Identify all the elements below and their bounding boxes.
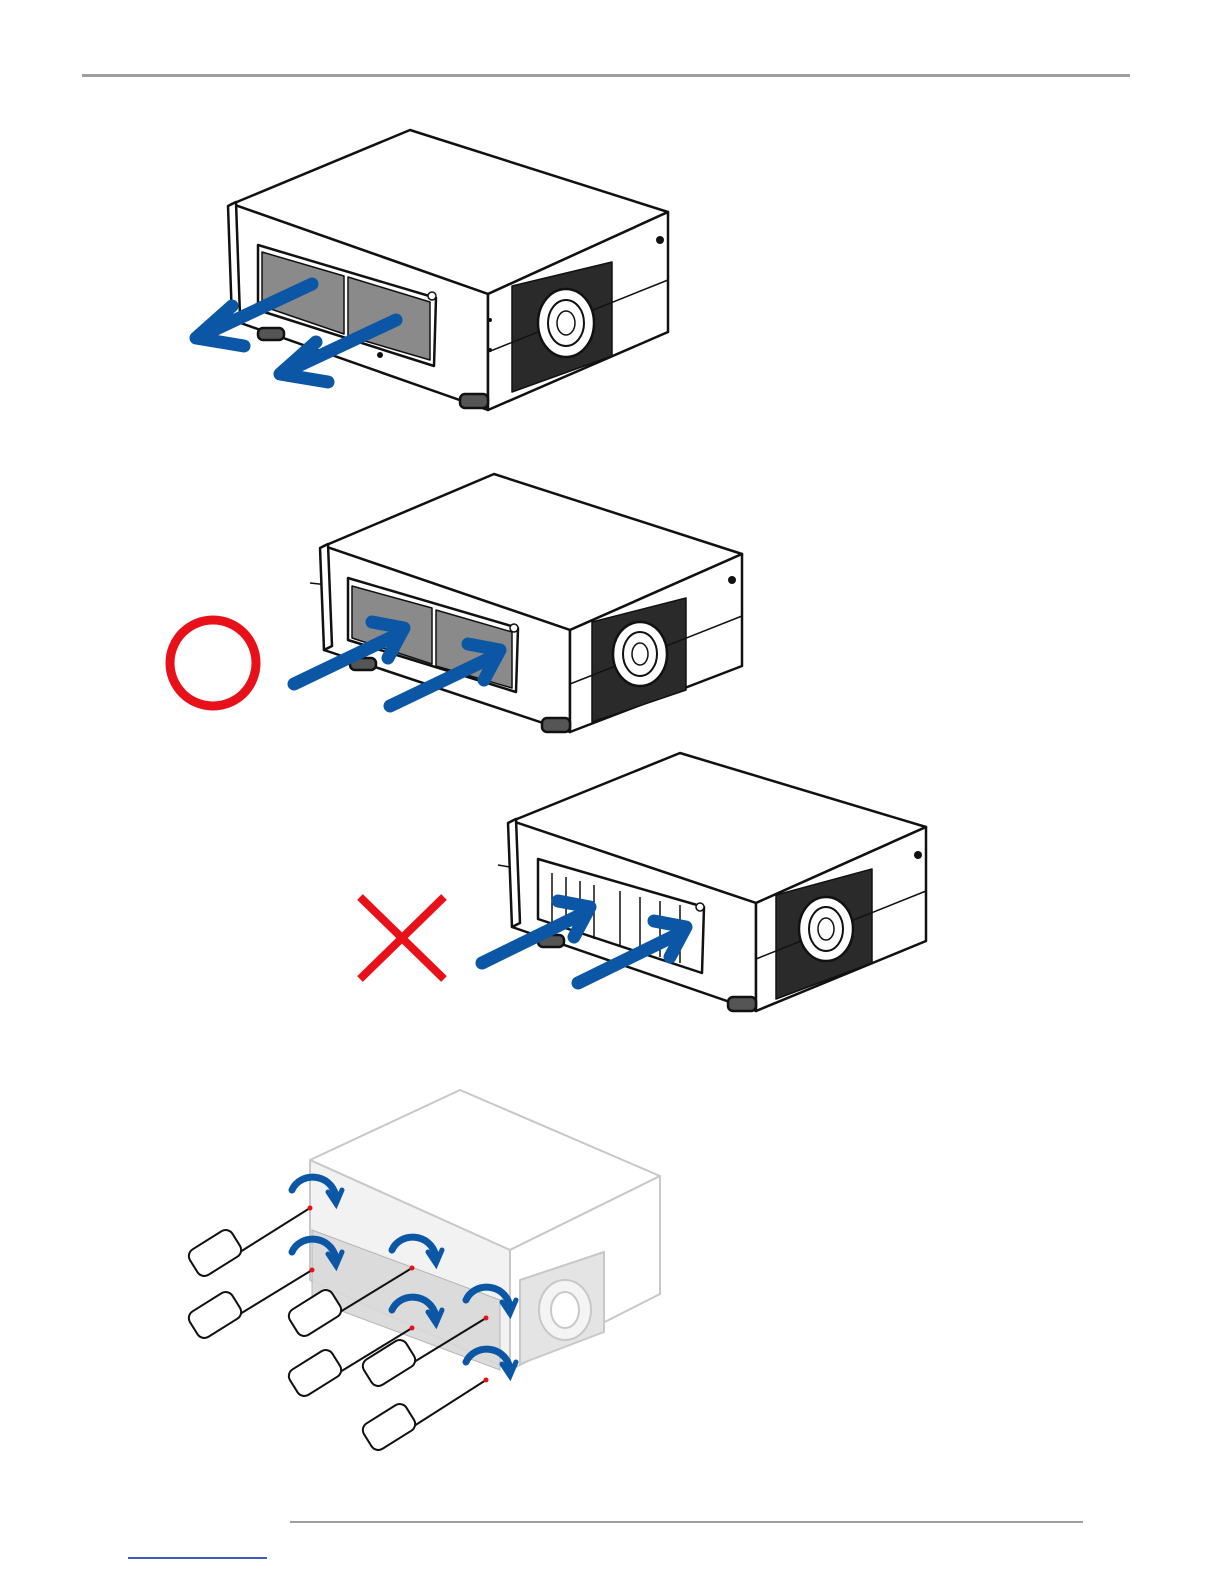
correct-mark-icon	[170, 620, 256, 706]
figure-tighten-screws	[0, 1080, 700, 1460]
figure-insert-without-filter-wrong	[0, 745, 960, 1035]
projector-illustration	[508, 753, 926, 1011]
footer-link-underline[interactable]	[128, 1557, 267, 1559]
figure-insert-filter-correct	[0, 460, 780, 750]
header-rule	[82, 74, 1130, 77]
incorrect-mark-icon	[360, 897, 444, 979]
figure-remove-filter	[0, 120, 760, 420]
footer-rule	[290, 1521, 1083, 1523]
projector-illustration	[320, 474, 742, 732]
